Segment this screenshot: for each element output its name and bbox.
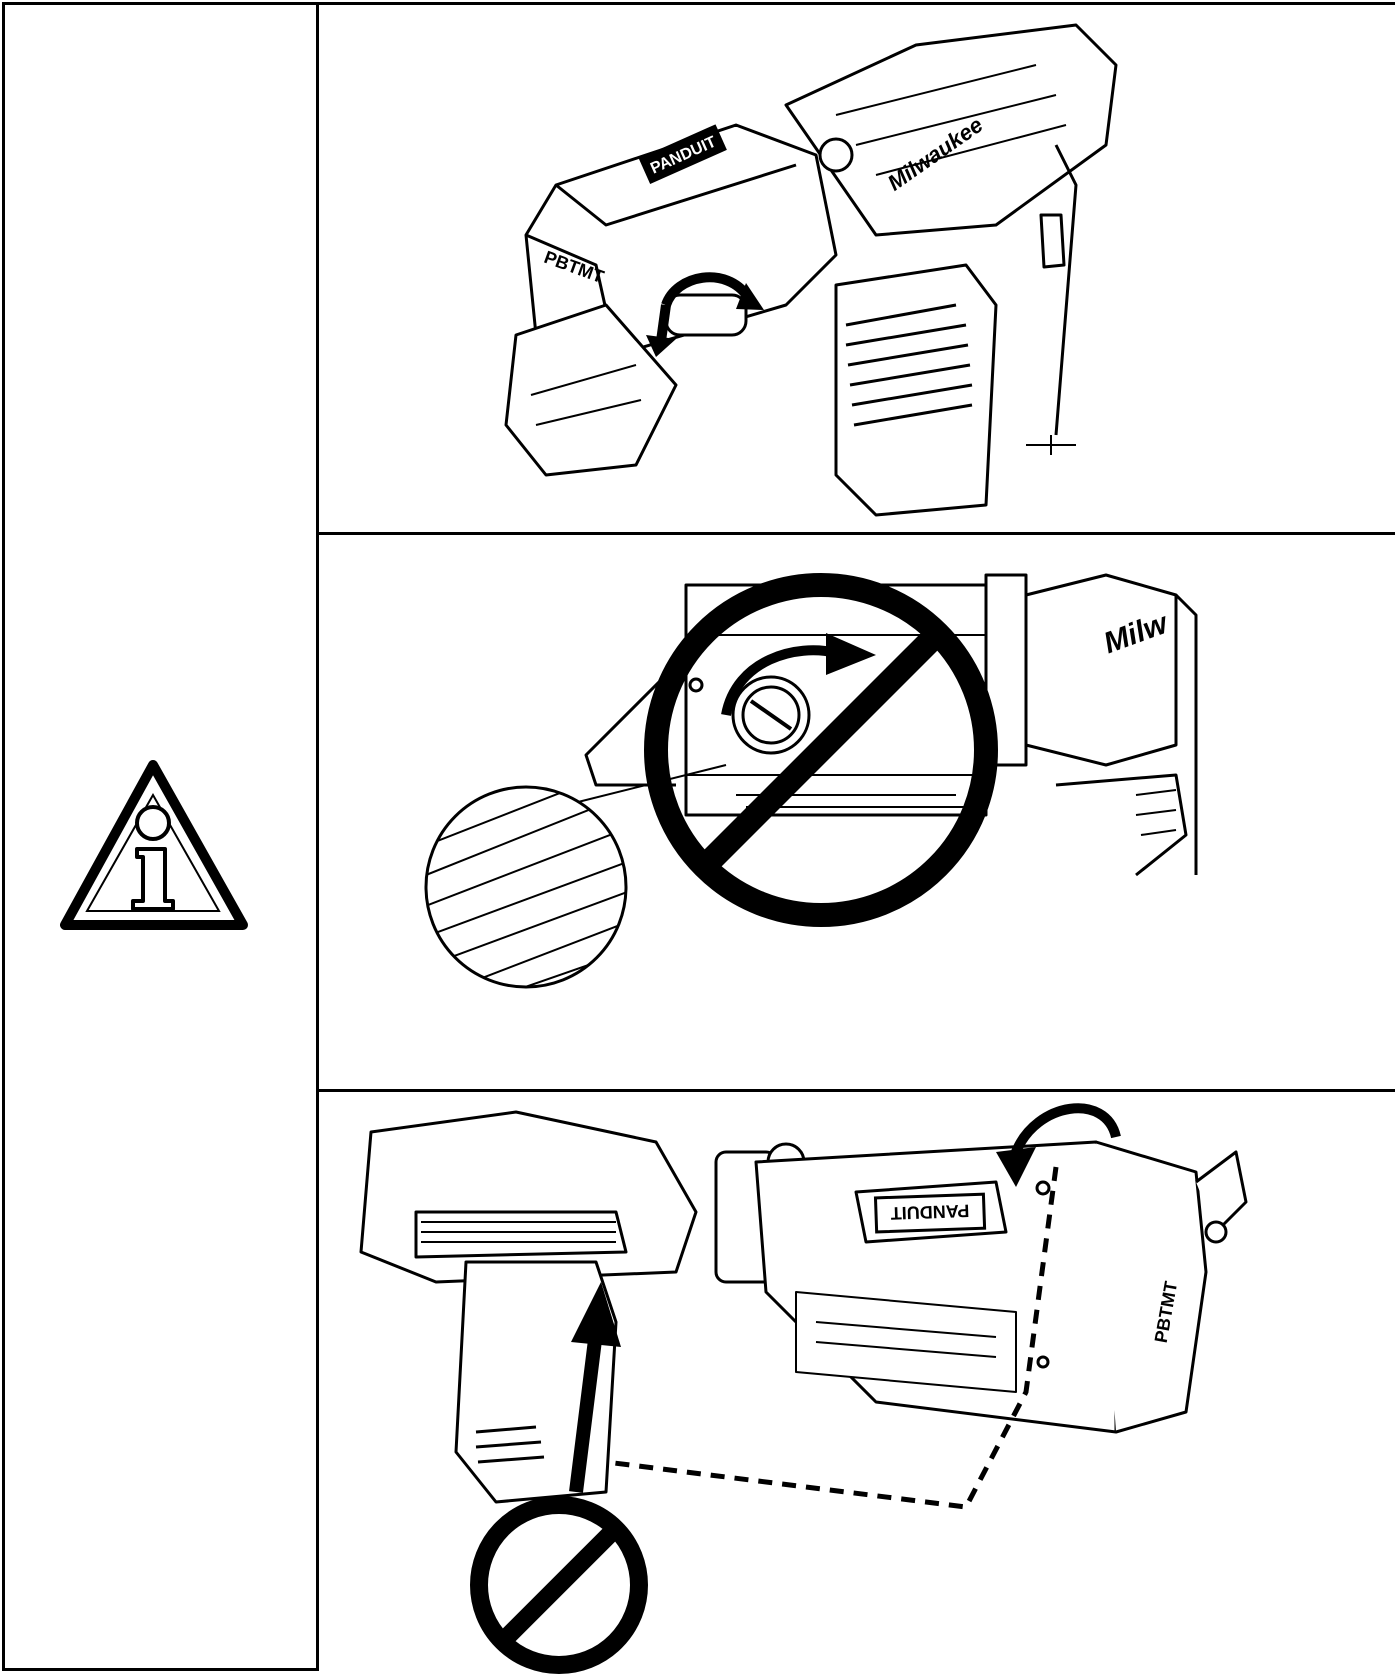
- prohibition-icon: [644, 573, 998, 927]
- prohibition-icon: [470, 1496, 648, 1674]
- panel-tool-close-latch: PANDUIT PBTMT: [316, 1089, 1395, 1674]
- panel-do-not-rotate: Milw: [316, 532, 1395, 1089]
- tool-illustration-2: Milw: [424, 573, 1198, 989]
- tool-illustration-1: PANDUIT PBTMT Milwaukee: [504, 23, 1118, 517]
- left-column: [2, 2, 319, 1671]
- brand-label-bottom: PANDUIT: [890, 1201, 969, 1224]
- tool-illustration-3: PANDUIT PBTMT: [359, 1103, 1248, 1674]
- panel-tool-open-latch: PANDUIT PBTMT Milwaukee: [316, 2, 1395, 532]
- info-warning-triangle-icon: [60, 760, 248, 930]
